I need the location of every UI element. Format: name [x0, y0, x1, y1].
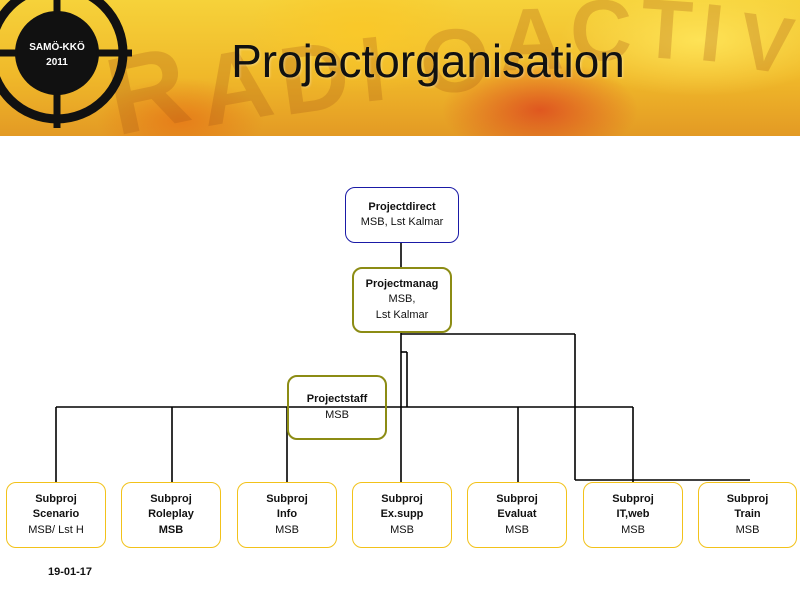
banner-background-letters: R A D I O A C T I V — [96, 0, 799, 136]
node-org: MSB/ Lst H — [28, 523, 84, 536]
bg-letter: D — [273, 20, 357, 136]
node-area: Ex.supp — [380, 508, 424, 521]
org-node-subproject-exsupp: Subproj Ex.supp MSB — [352, 482, 452, 548]
node-title: Subproj — [496, 492, 538, 505]
node-area: IT,web — [616, 508, 650, 521]
node-title: Subproj — [612, 492, 654, 505]
org-node-subproject-info: Subproj Info MSB — [237, 482, 337, 548]
crosshair-logo: SAMÖ-KKÖ 2011 — [0, 0, 132, 128]
org-node-project-manager: Projectmanag MSB, Lst Kalmar — [352, 267, 452, 333]
slide-date: 19-01-17 — [48, 566, 93, 578]
node-title: Subproj — [726, 492, 769, 505]
node-org: MSB — [390, 523, 414, 536]
org-node-subproject-scenario: Subproj Scenario MSB/ Lst H — [6, 482, 106, 548]
page-title: Projectorganisation — [231, 35, 625, 87]
node-area: Scenario — [32, 508, 80, 521]
node-area: Evaluat — [497, 508, 537, 521]
logo-text-line2: 2011 — [46, 57, 68, 68]
node-title: Subproj — [150, 492, 192, 505]
node-area: Info — [276, 508, 298, 521]
org-node-subproject-roleplay: Subproj Roleplay MSB — [121, 482, 221, 548]
node-org: MSB, — [388, 293, 416, 306]
org-node-project-director: Projectdirect MSB, Lst Kalmar — [345, 187, 459, 243]
node-org: MSB — [505, 523, 529, 536]
node-title: Subproj — [35, 492, 77, 505]
bg-letter: V — [734, 0, 799, 91]
node-title: Subproj — [381, 492, 423, 505]
node-title: Subproj — [266, 492, 308, 505]
node-area: Roleplay — [148, 508, 194, 521]
org-node-subproject-itweb: Subproj IT,web MSB — [583, 482, 683, 548]
org-node-subproject-train: Subproj Train MSB — [698, 482, 797, 548]
node-title: Projectdirect — [368, 200, 436, 213]
logo-text-line1: SAMÖ-KKÖ — [29, 40, 85, 53]
node-title: Projectmanag — [365, 277, 439, 290]
node-area: Train — [734, 508, 761, 521]
node-org: Lst Kalmar — [375, 308, 429, 321]
bg-letter: T — [638, 0, 696, 78]
org-node-project-staff: Projectstaff MSB — [287, 375, 387, 440]
bg-letter: O — [417, 9, 494, 114]
node-org: MSB — [275, 523, 299, 536]
node-org: MSB, Lst Kalmar — [360, 216, 444, 228]
header-banner: R A D I O A C T I V SAMÖ-KKÖ 2011 Projec… — [0, 0, 800, 136]
node-org: MSB — [158, 523, 184, 536]
bg-letter: C — [570, 0, 632, 79]
node-org: MSB — [621, 523, 645, 536]
node-title: Projectstaff — [306, 393, 368, 405]
node-org: MSB — [735, 523, 760, 536]
node-org: MSB — [325, 408, 349, 421]
org-node-subproject-evaluat: Subproj Evaluat MSB — [467, 482, 567, 548]
bg-letter: A — [498, 0, 565, 90]
